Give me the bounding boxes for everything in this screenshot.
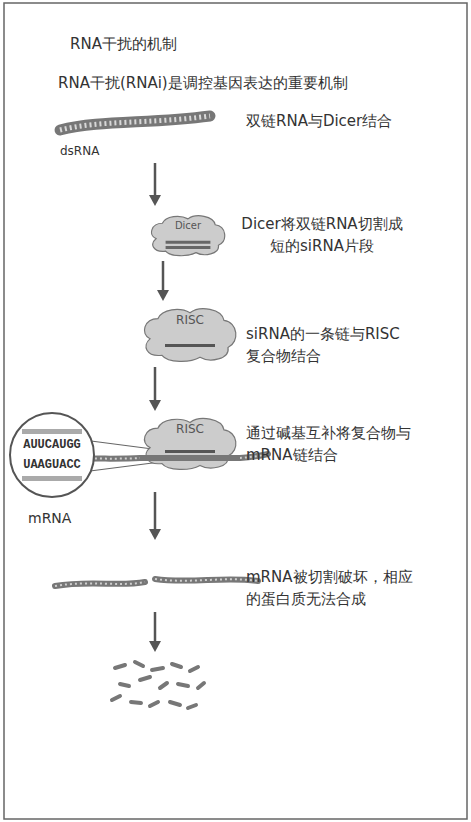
sirna-strand xyxy=(166,246,211,249)
diagram-title: RNA干扰的机制 xyxy=(70,34,177,56)
node-label: RISC xyxy=(140,422,240,436)
step-arrow xyxy=(149,492,161,540)
sirna-strand xyxy=(166,241,211,244)
risc-complex: RISC xyxy=(140,415,240,471)
sirna-strand xyxy=(165,450,215,453)
node-label: RISC xyxy=(140,313,240,327)
step-text: 通过碱基互补将复合物与mRNA链结合 xyxy=(246,423,421,467)
step-text: 双链RNA与Dicer结合 xyxy=(246,111,436,133)
mrna-strand xyxy=(140,455,240,461)
dicer-enzyme: Dicer xyxy=(148,213,228,257)
step-arrow xyxy=(149,163,161,206)
node-label: Dicer xyxy=(148,220,228,232)
arrow-head xyxy=(149,400,161,411)
rna-fragments xyxy=(112,662,204,708)
arrow-head xyxy=(157,290,169,301)
step-arrow xyxy=(157,261,169,301)
base-sequence: UAAGUACC xyxy=(20,458,84,472)
step-arrow xyxy=(149,367,161,411)
cut-mrna xyxy=(55,579,258,586)
sirna-strand xyxy=(165,344,215,347)
strand-label: dsRNA xyxy=(60,143,120,160)
step-arrow xyxy=(149,612,161,652)
step-text: siRNA的一条链与RISC复合物结合 xyxy=(246,324,406,368)
step-text: mRNA被切割破坏，相应的蛋白质无法合成 xyxy=(246,567,421,611)
dsrna-strand xyxy=(60,116,210,130)
base-sequence: AUUCAUGG xyxy=(20,438,84,452)
panel-frame xyxy=(4,3,467,819)
subtitle: RNA干扰(RNAi)是调控基因表达的重要机制 xyxy=(58,73,458,95)
blob-shape xyxy=(148,213,228,257)
arrow-shaft xyxy=(162,261,165,291)
strand-label: mRNA xyxy=(28,508,88,528)
arrow-shaft xyxy=(154,367,157,401)
step-text: Dicer将双链RNA切割成短的siRNA片段 xyxy=(236,214,408,258)
risc-complex: RISC xyxy=(140,305,240,363)
